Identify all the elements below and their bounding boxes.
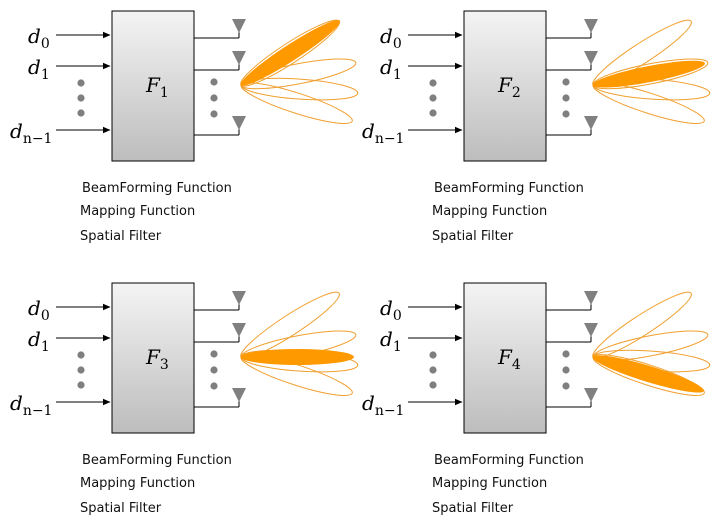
ellipsis-dot-left — [77, 109, 85, 117]
antenna-icon — [584, 116, 598, 130]
antenna-icon — [584, 323, 598, 337]
antenna-icon — [232, 116, 246, 130]
ellipsis-dot-right — [210, 382, 218, 390]
input-label-2: dn−1 — [362, 391, 404, 419]
input-label-0: d0 — [380, 24, 402, 52]
ellipsis-dot-left — [429, 79, 437, 87]
caption-1: Mapping Function — [432, 476, 547, 491]
antenna-icon — [584, 19, 598, 33]
ellipsis-dot-right — [210, 350, 218, 358]
caption-1: Mapping Function — [80, 476, 195, 491]
antenna-icon — [232, 19, 246, 33]
ellipsis-dot-right — [562, 366, 570, 374]
function-box — [111, 282, 195, 434]
ellipsis-dot-right — [562, 382, 570, 390]
ellipsis-dot-left — [429, 94, 437, 102]
caption-0: BeamForming Function — [434, 453, 584, 468]
input-label-1: d1 — [28, 55, 50, 83]
ellipsis-dot-left — [77, 366, 85, 374]
input-label-1: d1 — [380, 327, 402, 355]
ellipsis-dot-right — [562, 94, 570, 102]
caption-2: Spatial Filter — [432, 229, 514, 244]
function-box — [463, 282, 547, 434]
ellipsis-dot-right — [210, 110, 218, 118]
ellipsis-dot-left — [77, 351, 85, 359]
antenna-icon — [584, 51, 598, 65]
antenna-icon — [232, 51, 246, 65]
antenna-icon — [232, 291, 246, 305]
input-label-2: dn−1 — [10, 119, 52, 147]
ellipsis-dot-left — [429, 351, 437, 359]
caption-1: Mapping Function — [80, 204, 195, 219]
input-label-0: d0 — [380, 296, 402, 324]
function-label: F4 — [497, 345, 521, 373]
active-beam-lobe — [592, 60, 705, 88]
ellipsis-dot-right — [562, 78, 570, 86]
ellipsis-dot-left — [77, 381, 85, 389]
input-label-0: d0 — [28, 296, 50, 324]
active-beam-lobe — [241, 349, 354, 365]
caption-0: BeamForming Function — [434, 181, 584, 196]
caption-0: BeamForming Function — [82, 181, 232, 196]
ellipsis-dot-right — [210, 366, 218, 374]
function-label: F1 — [145, 73, 169, 101]
function-label: F3 — [145, 345, 169, 373]
ellipsis-dot-right — [210, 94, 218, 102]
ellipsis-dot-left — [77, 94, 85, 102]
active-beam-lobe — [592, 355, 704, 393]
input-label-2: dn−1 — [362, 119, 404, 147]
active-beam-lobe — [240, 20, 341, 86]
antenna-icon — [584, 388, 598, 402]
antenna-icon — [584, 291, 598, 305]
ellipsis-dot-left — [77, 79, 85, 87]
input-label-1: d1 — [28, 327, 50, 355]
function-label: F2 — [497, 73, 521, 101]
function-box — [463, 10, 547, 162]
antenna-icon — [232, 388, 246, 402]
input-label-2: dn−1 — [10, 391, 52, 419]
ellipsis-dot-left — [429, 109, 437, 117]
beam-lobe-outline-0 — [592, 291, 692, 359]
caption-2: Spatial Filter — [432, 501, 514, 516]
ellipsis-dot-right — [562, 350, 570, 358]
ellipsis-dot-left — [429, 366, 437, 374]
input-label-1: d1 — [380, 55, 402, 83]
ellipsis-dot-right — [210, 78, 218, 86]
caption-2: Spatial Filter — [80, 501, 162, 516]
input-label-0: d0 — [28, 24, 50, 52]
ellipsis-dot-right — [562, 110, 570, 118]
function-box — [111, 10, 195, 162]
ellipsis-dot-left — [429, 381, 437, 389]
antenna-icon — [232, 323, 246, 337]
caption-2: Spatial Filter — [80, 229, 162, 244]
caption-0: BeamForming Function — [82, 453, 232, 468]
caption-1: Mapping Function — [432, 204, 547, 219]
